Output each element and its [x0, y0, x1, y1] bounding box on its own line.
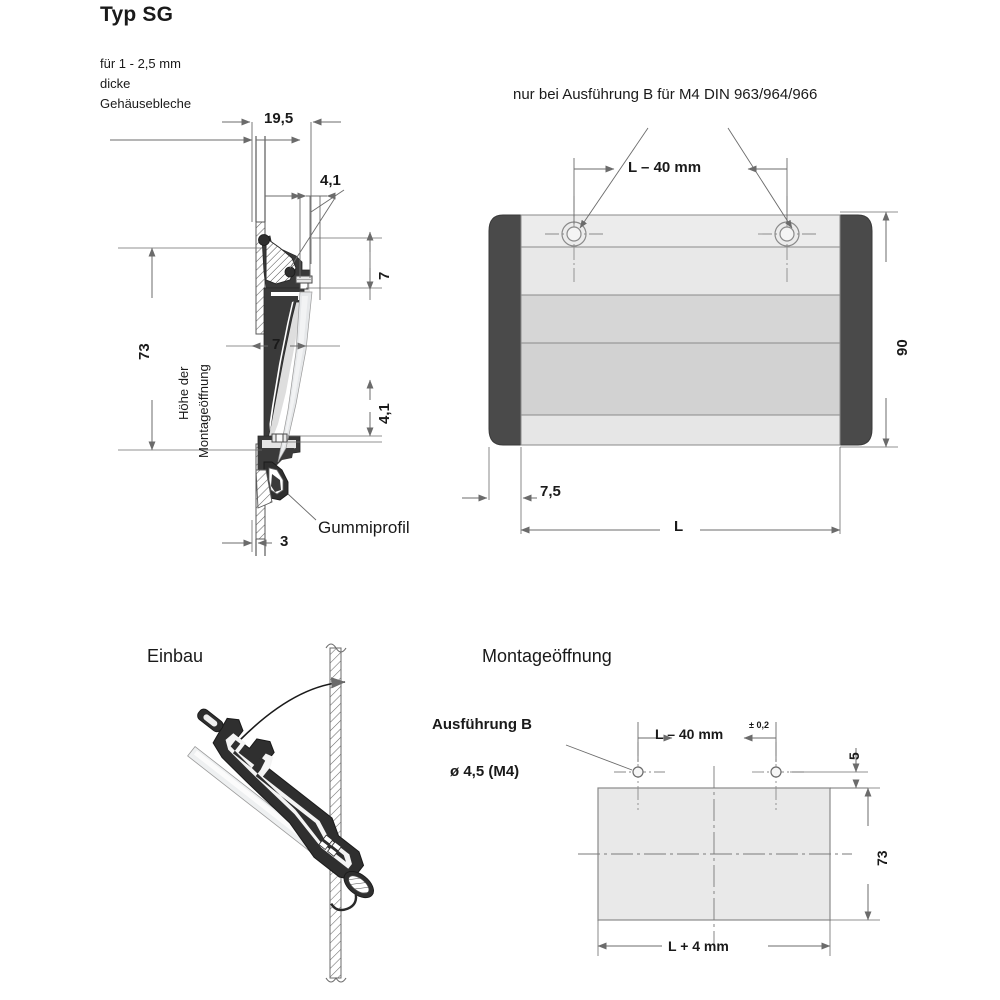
dim-opening-width: L + 4 mm [668, 938, 729, 954]
screw-hole-left [545, 196, 604, 282]
dim-gap-bottom: 4,1 [376, 403, 393, 424]
dim-hole-spacing-front: L – 40 mm [628, 159, 702, 176]
dim-sheet-thickness: 3 [280, 533, 289, 550]
label-gummiprofil: Gummiprofil [318, 518, 410, 537]
dim-web: 7 [272, 336, 281, 353]
title-einbau: Einbau [147, 646, 204, 666]
label-hole-diameter: ø 4,5 (M4) [450, 763, 520, 780]
mounting-opening-geometry [565, 722, 880, 956]
dim-gap-top: 4,1 [320, 172, 341, 189]
dim-height-opening: 73 [136, 343, 153, 360]
dim-opening-height: 73 [874, 850, 890, 866]
dim-hole-tolerance: ± 0,2 [749, 720, 769, 730]
installation-geometry [187, 643, 374, 983]
dim-length-front: L [674, 518, 684, 535]
title-montageoeffnung: Montageöffnung [482, 646, 612, 666]
label-height-line2: Montageöffnung [196, 364, 211, 458]
dim-hole-edge: 5 [846, 752, 862, 760]
subtitle-line-3: Gehäusebleche [100, 96, 192, 111]
note-ausfuehrung-b: nur bei Ausführung B für M4 DIN 963/964/… [513, 86, 818, 103]
dim-flange-top: 7 [376, 271, 393, 280]
dim-hole-spacing-opening: L – 40 mm [655, 726, 724, 742]
front-view-geometry [462, 127, 898, 534]
dim-height-front: 90 [894, 339, 911, 356]
cross-section-geometry [110, 118, 382, 556]
subtitle-line-1: für 1 - 2,5 mm [100, 56, 181, 71]
label-ausfuehrung-b: Ausführung B [432, 716, 532, 733]
subtitle-line-2: dicke [100, 76, 131, 91]
label-height-line1: Höhe der [176, 366, 191, 420]
dim-edge-offset: 7,5 [540, 483, 561, 500]
dim-width-total: 19,5 [264, 110, 294, 127]
page-title: Typ SG [100, 3, 174, 26]
